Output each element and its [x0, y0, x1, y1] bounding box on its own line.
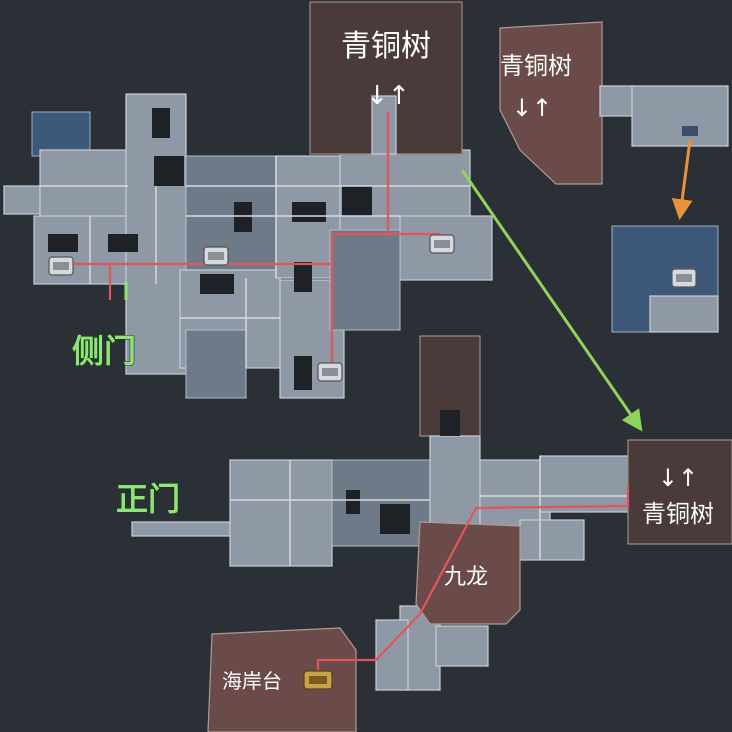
- coast-platform-label: 海岸台: [222, 669, 282, 693]
- bronze-tree-lower-right-label: 青铜树: [642, 500, 714, 528]
- bronze-tree-top-room: [309, 1, 463, 155]
- bronze-tree-lower-right-room: [627, 439, 732, 545]
- bronze-tree-top-label: 青铜树: [341, 29, 431, 64]
- nine-dragons-label: 九龙: [444, 565, 488, 590]
- side-gate-label: 侧门: [72, 332, 136, 370]
- nine-dragons-room: [415, 521, 521, 625]
- bronze-tree-right-arrow: ↓↑: [512, 94, 552, 122]
- bronze-tree-top-arrow: ↓↑: [366, 81, 410, 111]
- bronze-tree-lower-right-arrow: ↓↑: [658, 464, 698, 492]
- route-lines: [60, 112, 630, 678]
- gold-crate-icon: [303, 670, 333, 690]
- orange-arrow: [671, 139, 693, 221]
- supply-crate-icon: [317, 362, 343, 382]
- bronze-tree-right-room: [499, 21, 603, 185]
- supply-crate-icon: [48, 256, 74, 276]
- coast-platform-room: [207, 627, 357, 732]
- main-gate-label: 正门: [116, 480, 180, 518]
- lower-building: [131, 335, 631, 691]
- green-arrow: [460, 169, 643, 432]
- supply-crate-icon: [203, 246, 229, 266]
- supply-crate-icon: [429, 234, 455, 254]
- bronze-tree-right-label: 青铜树: [500, 52, 572, 80]
- supply-crate-icon: [671, 268, 697, 288]
